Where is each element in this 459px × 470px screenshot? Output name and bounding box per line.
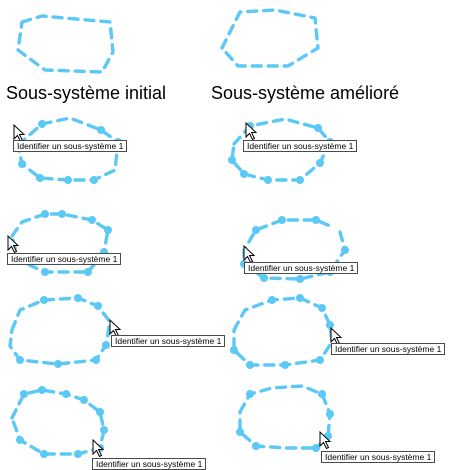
tooltip-improved-2: Identifier un sous-système 1 [244,262,359,274]
outline-improved-3-vertex-dot [318,304,326,312]
outline-initial-2-vertex-dot [84,268,92,276]
outline-initial-2-vertex-dot [41,210,49,218]
outline-initial-4-vertex-dot [16,436,24,444]
tooltip-initial-2: Identifier un sous-système 1 [7,253,122,265]
mouse-pointer-icon [243,244,256,264]
outline-initial-4-vertex-dot [100,426,108,434]
outline-improved-4-outline [238,384,332,450]
outline-initial-2-vertex-dot [104,226,112,234]
tooltip-improved-1: Identifier un sous-système 1 [243,140,358,152]
outline-initial-2-vertex-dot [58,210,66,218]
outline-initial-3 [8,294,112,368]
outline-improved-4-vertex-dot [252,442,260,450]
outline-improved-3-vertex-dot [296,294,304,302]
outline-initial-3-vertex-dot [92,356,100,364]
outline-improved-top-outline [220,8,320,68]
outline-improved-1-vertex-dot [240,170,248,178]
outline-improved-3-vertex-dot [281,361,289,369]
outline-initial-1-vertex-dot [90,176,98,184]
outline-initial-1-vertex-dot [64,176,72,184]
outline-improved-3-vertex-dot [246,361,254,369]
mouse-pointer-icon [92,438,105,458]
tooltip-initial-3: Identifier un sous-système 1 [111,335,226,347]
outline-initial-1-vertex-dot [36,174,44,182]
outline-initial-3-vertex-dot [102,341,110,349]
tooltip-initial-1: Identifier un sous-système 1 [13,140,128,152]
outline-improved-3-outline [232,296,334,367]
heading-improved: Sous-système amélioré [211,83,400,103]
outline-improved-2-vertex-dot [252,226,260,234]
outline-initial-4-vertex-dot [38,386,46,394]
outline-improved-1-vertex-dot [228,156,236,164]
outline-improved-3-vertex-dot [326,321,334,329]
tooltip-improved-4: Identifier un sous-système 1 [321,451,436,463]
outline-improved-4-vertex-dot [318,390,326,398]
outline-improved-4 [236,384,334,452]
outline-initial-1-vertex-dot [97,126,105,134]
mouse-pointer-icon [245,121,258,141]
outline-improved-4-vertex-dot [246,390,254,398]
tooltip-improved-3: Identifier un sous-système 1 [331,343,446,355]
outline-improved-2-vertex-dot [341,246,349,254]
outline-initial-2-vertex-dot [41,268,49,276]
tooltip-initial-4: Identifier un sous-système 1 [92,458,207,470]
outline-initial-4-outline [10,388,106,456]
outline-initial-top [16,14,115,74]
outline-initial-3-vertex-dot [74,294,82,302]
outline-improved-2-vertex-dot [278,216,286,224]
outline-improved-4-vertex-dot [236,428,244,436]
outline-initial-3-vertex-dot [54,360,62,368]
heading-initial: Sous-système initial [6,83,167,103]
outline-improved-2-vertex-dot [260,274,268,282]
outline-initial-2 [10,210,112,276]
outline-improved-1-vertex-dot [264,176,272,184]
outline-initial-4-vertex-dot [96,408,104,416]
outline-initial-4-vertex-dot [40,450,48,458]
outline-initial-3-vertex-dot [94,302,102,310]
outline-initial-4 [10,386,108,458]
outline-initial-1-vertex-dot [18,160,26,168]
outline-initial-4-vertex-dot [80,396,88,404]
outline-improved-4-vertex-dot [312,444,320,452]
outline-initial-2-vertex-dot [88,216,96,224]
outline-improved-1-vertex-dot [314,124,322,132]
outline-improved-3-vertex-dot [268,296,276,304]
outline-initial-4-vertex-dot [20,390,28,398]
outline-improved-4-vertex-dot [326,410,334,418]
mouse-pointer-icon [7,234,20,254]
outline-improved-3 [230,294,334,369]
outline-improved-2-vertex-dot [296,275,304,283]
outline-initial-4-vertex-dot [74,450,82,458]
outline-improved-1-vertex-dot [296,176,304,184]
mouse-pointer-icon [319,430,332,450]
outline-improved-3-vertex-dot [230,346,238,354]
outline-improved-top [220,8,320,68]
outline-initial-3-vertex-dot [16,356,24,364]
outline-improved-1-vertex-dot [316,159,324,167]
outline-initial-1-vertex-dot [38,120,46,128]
outline-initial-3-vertex-dot [40,296,48,304]
outline-initial-1-outline [16,116,120,182]
outline-improved-2-vertex-dot [312,216,320,224]
outline-initial-top-outline [16,14,115,74]
outline-improved-3-vertex-dot [316,356,324,364]
outline-initial-4-vertex-dot [62,390,70,398]
outline-initial-2-outline [10,212,110,274]
